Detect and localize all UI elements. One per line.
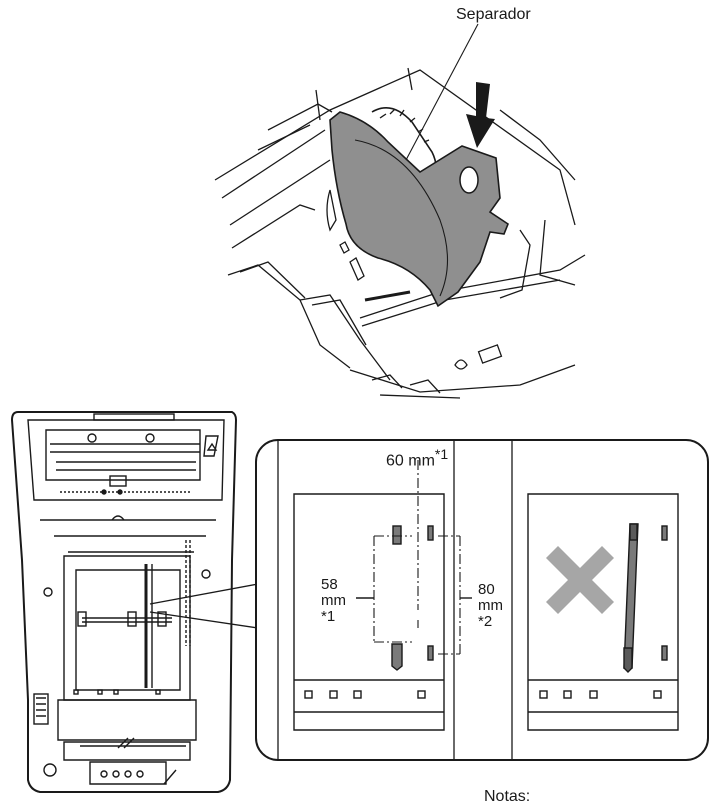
width-80mm-note: *2 (478, 613, 493, 630)
separator-leader-line (405, 23, 479, 161)
zoom-callout-lines (149, 583, 259, 629)
width-60mm-value: 60 mm (386, 452, 435, 470)
correct-positions-panel (293, 460, 472, 731)
separator-hole (459, 166, 479, 194)
down-arrow-icon (466, 82, 495, 148)
separator-label: Separador (456, 6, 531, 23)
width-80mm-label: 80 mm *2 (478, 582, 503, 630)
separator-plate (329, 111, 509, 308)
wrong-position-panel (527, 493, 679, 731)
width-58mm-value: 58 (321, 576, 338, 593)
width-58mm-unit: mm (321, 592, 346, 609)
separator-fold-line (354, 139, 448, 297)
width-60mm-note: *1 (434, 446, 449, 462)
width-80mm-unit: mm (478, 597, 503, 614)
notes-heading: Notas: (484, 788, 531, 805)
separator-detail-illustration (214, 67, 586, 399)
open-printer-illustration (10, 411, 238, 793)
wrong-position-cross-icon (546, 546, 614, 614)
width-60mm-label: 60 mm*1 (386, 446, 448, 470)
width-80mm-value: 80 (478, 581, 495, 598)
width-58mm-note: *1 (321, 608, 336, 625)
width-58mm-label: 58 mm *1 (321, 577, 346, 625)
